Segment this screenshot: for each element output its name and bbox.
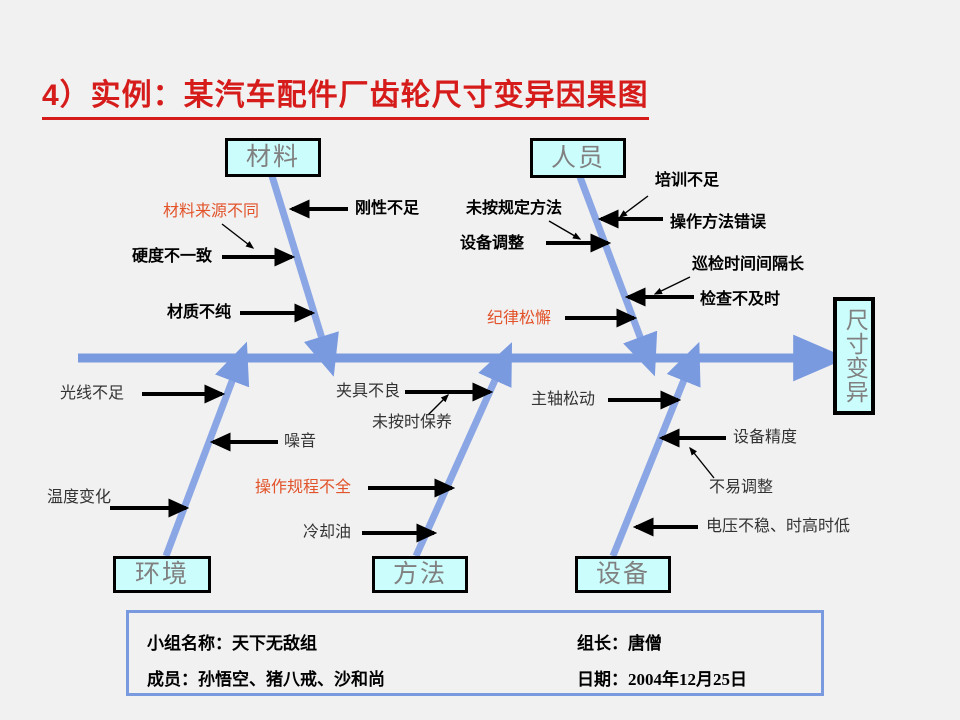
cause-label-personnel-5: 检查不及时 (700, 291, 781, 308)
team-name-label: 小组名称：天下无敌组 (147, 634, 317, 653)
cause-label-personnel-0: 培训不足 (655, 172, 720, 189)
date-label: 日期：2004年12月25日 (577, 670, 747, 689)
cause-label-equipment-0: 主轴松动 (531, 391, 596, 408)
cause-label-personnel-3: 设备调整 (460, 235, 525, 252)
bone-environment (162, 341, 250, 558)
cause-label-environment-0: 光线不足 (60, 385, 125, 402)
cause-label-personnel-2: 操作方法错误 (670, 214, 767, 231)
cause-label-method-3: 冷却油 (303, 524, 352, 541)
category-label-equipment: 设备 (595, 561, 650, 588)
cause-label-material-3: 材质不纯 (167, 304, 232, 321)
category-label-material: 材料 (245, 144, 300, 171)
cause-label-environment-2: 温度变化 (47, 489, 112, 506)
cause-label-material-2: 硬度不一致 (132, 248, 213, 265)
arrow-cause-weianguiding-link (548, 220, 582, 240)
bone-personnel (576, 175, 658, 377)
arrow-cause-cailaiyuan-link (221, 223, 255, 249)
arrow-cause-weianshibaoyang-link (427, 394, 449, 416)
cause-label-material-1: 材料来源不同 (163, 203, 260, 220)
team-leader-label: 组长：唐僧 (577, 634, 662, 653)
bone-material (268, 174, 339, 377)
team-info-box: 小组名称：天下无敌组 组长：唐僧 成员：孙悟空、猪八戒、沙和尚 日期：2004年… (126, 610, 824, 696)
arrow-cause-xunjianshijian-link (653, 276, 691, 295)
arrow-cause-buyitiaozheng-link (689, 446, 715, 479)
arrow-cause-peixunbuzu-link (618, 195, 649, 218)
effect-box[interactable]: 尺寸变异 (833, 297, 875, 415)
page-title: 4）实例：某汽车配件厂齿轮尺寸变异因果图 (42, 70, 649, 120)
effect-label: 尺寸变异 (842, 308, 868, 404)
category-box-personnel[interactable]: 人员 (530, 138, 626, 178)
cause-label-personnel-1: 未按规定方法 (466, 200, 563, 217)
cause-label-method-1: 未按时保养 (372, 414, 453, 431)
cause-label-material-0: 刚性不足 (355, 200, 420, 217)
category-label-method: 方法 (392, 561, 447, 588)
category-label-environment: 环境 (134, 561, 189, 588)
cause-label-personnel-4: 巡检时间间隔长 (692, 256, 805, 273)
bone-method (412, 342, 513, 558)
cause-label-equipment-2: 不易调整 (709, 479, 774, 496)
cause-label-environment-1: 噪音 (284, 433, 317, 450)
cause-label-method-2: 操作规程不全 (255, 479, 352, 496)
category-label-personnel: 人员 (550, 144, 605, 172)
category-box-environment[interactable]: 环境 (113, 556, 211, 593)
cause-label-personnel-6: 纪律松懈 (487, 310, 552, 327)
cause-label-equipment-3: 电压不稳、时高时低 (706, 518, 851, 535)
team-members-label: 成员：孙悟空、猪八戒、沙和尚 (147, 670, 385, 689)
category-box-material[interactable]: 材料 (225, 138, 321, 177)
cause-label-equipment-1: 设备精度 (733, 429, 798, 446)
category-box-equipment[interactable]: 设备 (575, 556, 671, 593)
category-box-method[interactable]: 方法 (372, 556, 468, 593)
cause-label-method-0: 夹具不良 (336, 383, 401, 400)
